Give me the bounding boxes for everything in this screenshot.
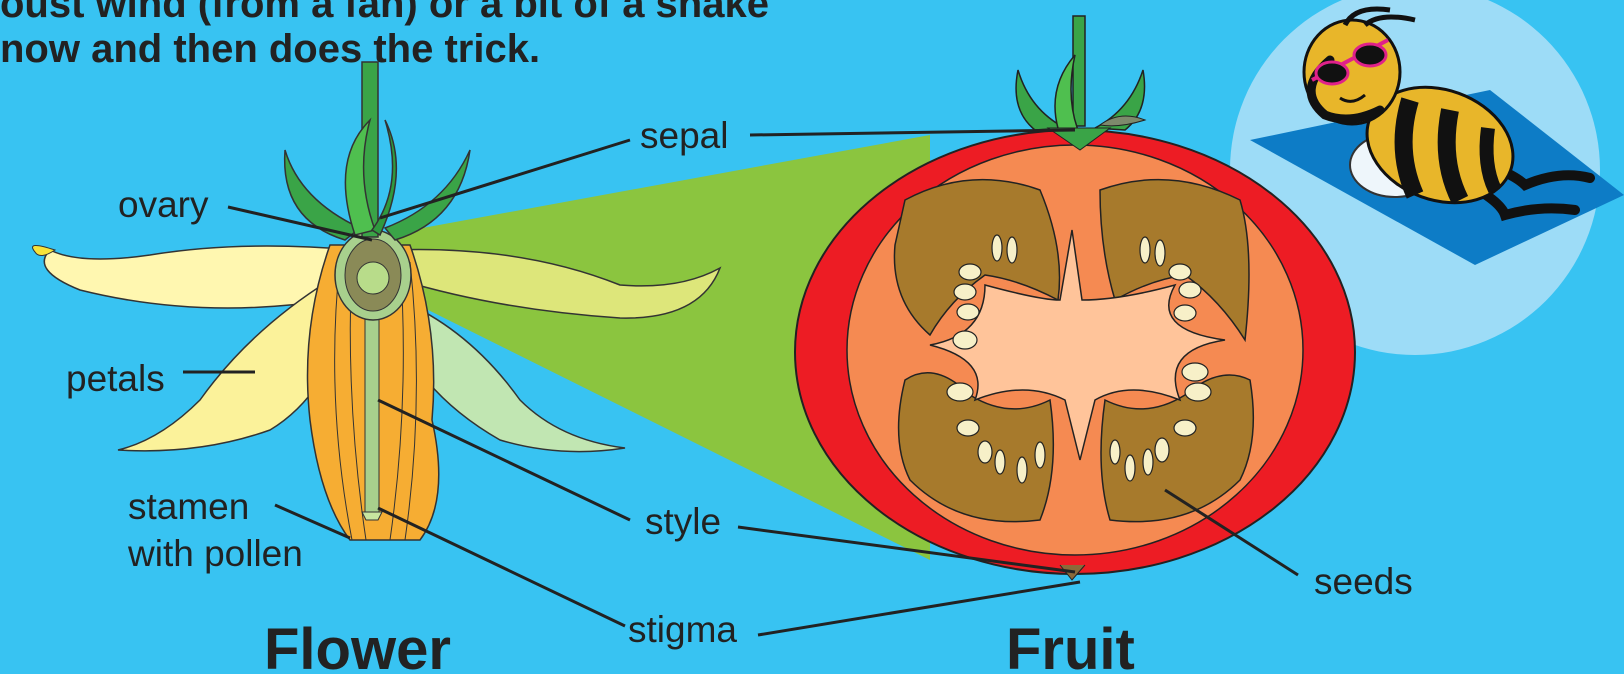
label-sepal: sepal bbox=[640, 117, 728, 154]
title-flower: Flower bbox=[264, 621, 451, 674]
label-stamen-line-1: stamen bbox=[128, 488, 249, 525]
label-seeds: seeds bbox=[1314, 563, 1413, 600]
label-petals: petals bbox=[66, 360, 165, 397]
title-fruit: Fruit bbox=[1006, 621, 1135, 674]
label-stamen-line-2: with pollen bbox=[128, 535, 303, 572]
label-ovary: ovary bbox=[118, 186, 208, 223]
flower-illustration bbox=[33, 62, 721, 540]
label-stigma: stigma bbox=[628, 611, 737, 648]
label-style: style bbox=[645, 503, 721, 540]
